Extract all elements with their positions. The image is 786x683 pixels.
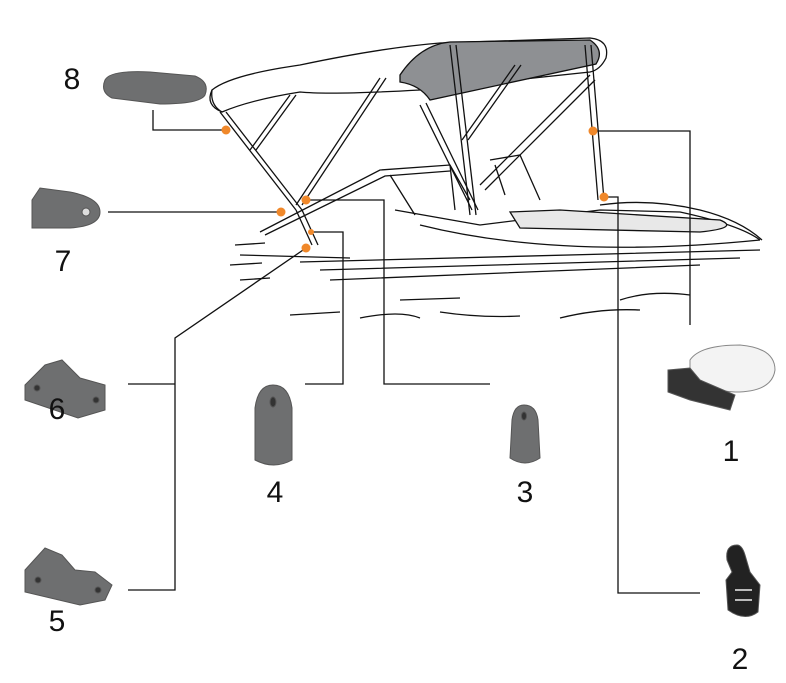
strap-image bbox=[667, 344, 776, 411]
callout-dot-3 bbox=[301, 195, 311, 205]
leader-line-3 bbox=[306, 199, 490, 385]
deck-mount-image bbox=[24, 359, 106, 419]
part-number-2: 2 bbox=[731, 643, 749, 676]
callout-dot-8 bbox=[221, 125, 231, 135]
leader-line-8 bbox=[152, 110, 226, 131]
deck-hinge-image bbox=[24, 547, 113, 606]
part-number-7: 7 bbox=[54, 245, 72, 278]
callout-dot-7 bbox=[276, 207, 286, 217]
part-number-5: 5 bbox=[48, 605, 66, 638]
callout-dots bbox=[221, 125, 609, 253]
callout-dot-6-5 bbox=[301, 243, 311, 253]
part-number-4: 4 bbox=[266, 476, 284, 509]
foam-grip-image bbox=[103, 71, 207, 105]
leader-line-2 bbox=[604, 196, 700, 594]
jaw-slide-image bbox=[31, 187, 101, 229]
part-number-3: 3 bbox=[516, 476, 534, 509]
part-number-1: 1 bbox=[722, 435, 740, 468]
part-number-6: 6 bbox=[48, 393, 66, 426]
callout-dot-4 bbox=[308, 229, 314, 235]
leader-line-6-5 bbox=[128, 247, 307, 591]
callout-dot-1 bbox=[588, 126, 598, 136]
end-cap-small-image bbox=[509, 404, 541, 464]
callout-dot-2 bbox=[599, 192, 609, 202]
end-cap-image bbox=[254, 384, 293, 466]
leader-line-1 bbox=[593, 130, 691, 325]
leader-line-4 bbox=[305, 231, 344, 385]
part-number-8: 8 bbox=[63, 63, 81, 96]
leader-lines bbox=[108, 110, 700, 594]
hook-clip-image bbox=[725, 544, 761, 617]
boat-drawing bbox=[209, 37, 763, 319]
